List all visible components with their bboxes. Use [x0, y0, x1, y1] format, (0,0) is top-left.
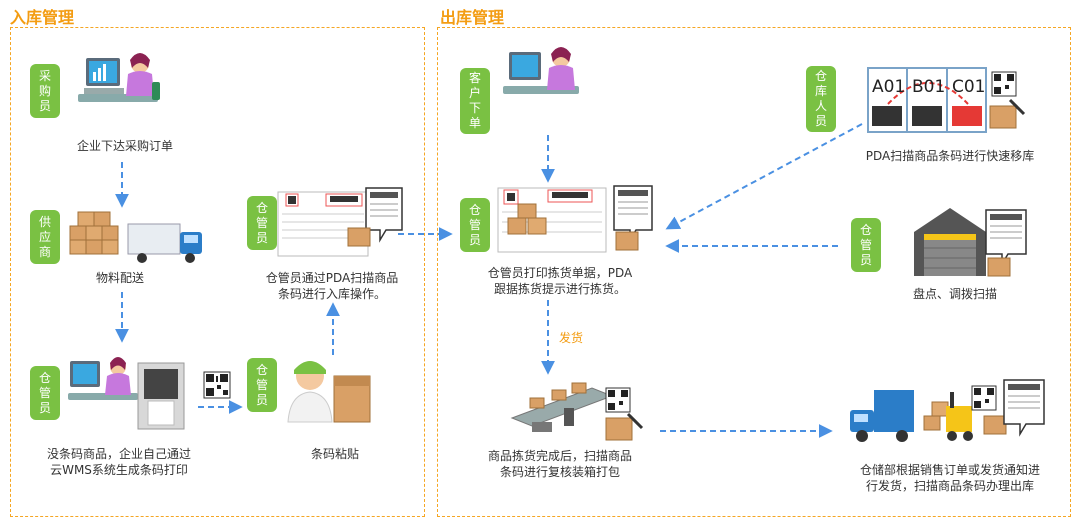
- role-keeper-pick-label: 仓管员: [468, 202, 481, 247]
- location-code-a: A01: [872, 77, 905, 97]
- inbound-frame: [10, 27, 425, 517]
- truck-forklift-icon: [850, 390, 1007, 442]
- caption-move-scan: PDA扫描商品条码进行快速移库: [865, 149, 1035, 163]
- pda-device-icon: [347, 187, 403, 247]
- caption-pick: 仓管员打印拣货单据，PDA 跟据拣货提示进行拣货。: [470, 265, 650, 297]
- truck-boxes-icon: [69, 211, 202, 263]
- role-supplier: 供应商: [30, 210, 60, 264]
- warehouse-icon: [914, 208, 986, 276]
- qr-code-icon: [971, 385, 997, 411]
- caption-pack: 商品拣货完成后，扫描商品 条码进行复核装箱打包: [470, 448, 650, 480]
- outbound-frame: [437, 27, 1071, 517]
- caption-inventory-scan: 盘点、调拨扫描: [912, 287, 997, 301]
- caption-pack-line1: 商品拣货完成后，扫描商品: [487, 449, 632, 463]
- arrow-move-to-pick: [665, 123, 863, 230]
- caption-generate-barcode: 没条码商品，企业自己通过 云WMS系统生成条码打印: [24, 446, 214, 478]
- caption-purchase-order: 企业下达采购订单: [76, 139, 173, 153]
- role-warehouse-staff: 仓库人员: [806, 66, 836, 132]
- shelf-location-icon: A01 B01 C01: [867, 67, 987, 133]
- role-keeper-paste-label: 仓管员: [255, 362, 268, 407]
- box-scan-icon: [605, 412, 644, 441]
- role-keeper-pick: 仓管员: [460, 198, 490, 252]
- role-purchaser: 采购员: [30, 64, 60, 118]
- caption-ship-line1: 仓储部根据销售订单或发货通知进: [859, 463, 1040, 477]
- location-code-b: B01: [912, 77, 945, 97]
- caption-ship: 仓储部根据销售订单或发货通知进 行发货，扫描商品条码办理出库: [840, 462, 1060, 494]
- role-keeper-inventory: 仓管员: [851, 218, 881, 272]
- caption-material-delivery: 物料配送: [95, 271, 144, 285]
- pda-device-icon: [1003, 379, 1045, 437]
- barcode-printer-icon: [68, 357, 185, 430]
- role-warehouse-staff-label: 仓库人员: [814, 69, 827, 128]
- role-keeper-inventory-label: 仓管员: [859, 222, 872, 267]
- role-customer-label: 客户下单: [468, 71, 481, 130]
- caption-scan-in: 仓管员通过PDA扫描商品 条码进行入库操作。: [252, 270, 412, 302]
- inbound-section-title: 入库管理: [10, 8, 75, 27]
- computer-user-icon: [503, 47, 579, 94]
- caption-pick-line1: 仓管员打印拣货单据，PDA: [487, 266, 633, 280]
- role-keeper-barcode-label: 仓管员: [38, 370, 51, 415]
- computer-user-icon: [78, 53, 160, 102]
- qr-code-icon: [605, 387, 631, 413]
- caption-scan-in-line1: 仓管员通过PDA扫描商品: [265, 271, 399, 285]
- ship-arrow-label: 发货: [558, 331, 583, 345]
- caption-pick-line2: 跟据拣货提示进行拣货。: [493, 282, 626, 296]
- box-scan-icon: [989, 98, 1026, 129]
- role-keeper-scan-in-label: 仓管员: [255, 200, 268, 245]
- pda-device-icon: [985, 209, 1027, 277]
- caption-pack-line2: 条码进行复核装箱打包: [499, 465, 620, 479]
- caption-ship-line2: 行发货，扫描商品条码办理出库: [865, 479, 1034, 493]
- caption-scan-in-line2: 条码进行入库操作。: [277, 287, 386, 301]
- role-purchaser-label: 采购员: [38, 68, 51, 113]
- role-customer: 客户下单: [460, 68, 490, 134]
- worker-box-icon: [287, 361, 371, 423]
- role-keeper-paste: 仓管员: [247, 358, 277, 412]
- caption-label-paste: 条码粘贴: [310, 447, 359, 461]
- caption-generate-barcode-line1: 没条码商品，企业自己通过: [46, 447, 191, 461]
- pda-device-icon: [613, 185, 653, 251]
- location-code-c: C01: [952, 77, 986, 97]
- outbound-section-title: 出库管理: [440, 8, 505, 27]
- role-keeper-scan-in: 仓管员: [247, 196, 277, 250]
- pick-list-icon: [497, 187, 607, 253]
- caption-generate-barcode-line2: 云WMS系统生成条码打印: [50, 463, 188, 477]
- qr-code-icon: [991, 71, 1017, 97]
- role-supplier-label: 供应商: [38, 214, 51, 259]
- qr-code-icon: [203, 371, 231, 399]
- role-keeper-barcode: 仓管员: [30, 366, 60, 420]
- conveyor-scanner-icon: [510, 382, 614, 432]
